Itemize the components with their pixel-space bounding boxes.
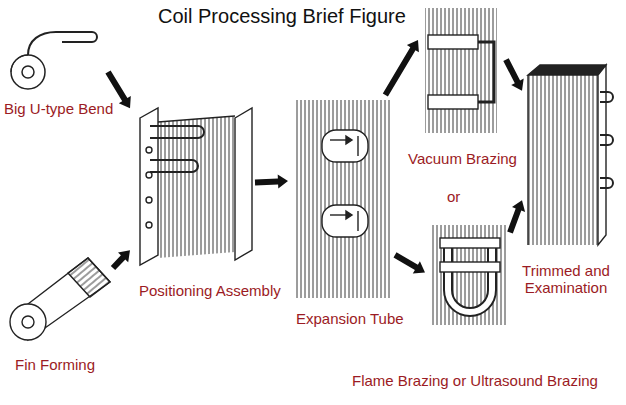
process-stage: Vacuum Brazing bbox=[418, 5, 506, 135]
stage-caption: Big U-type Bend bbox=[4, 100, 113, 117]
process-stage: Fin Forming bbox=[8, 250, 113, 345]
flow-arrow bbox=[255, 175, 288, 189]
stage-caption: Flame Brazing or Ultrasound Brazing bbox=[352, 372, 598, 389]
flow-arrow bbox=[111, 250, 130, 270]
fin-forming-figure bbox=[10, 258, 110, 340]
process-stage: Big U-type Bend bbox=[8, 18, 108, 93]
flow-arrow bbox=[503, 58, 523, 90]
diagram-title: Coil Processing Brief Figure bbox=[158, 4, 406, 28]
stage-caption: Trimmed and Examination bbox=[514, 262, 618, 296]
process-stage: Trimmed and Examination bbox=[522, 60, 617, 252]
expansion-figure bbox=[295, 100, 391, 298]
positioning-figure bbox=[140, 108, 252, 265]
flow-arrow bbox=[507, 200, 525, 233]
stage-caption: Expansion Tube bbox=[296, 310, 404, 327]
process-stage: Expansion Tube bbox=[288, 95, 395, 300]
process-stage: Flame Brazing or Ultrasound Brazing bbox=[425, 222, 510, 327]
u-bend-figure bbox=[11, 32, 97, 89]
finished-coil-figure bbox=[528, 65, 613, 245]
process-stage: Positioning Assembly bbox=[130, 100, 255, 265]
vacuum-brazing-figure bbox=[425, 8, 497, 133]
stage-caption: Positioning Assembly bbox=[139, 282, 281, 299]
flow-arrow bbox=[383, 40, 419, 96]
stage-caption: Fin Forming bbox=[15, 356, 95, 373]
flame-brazing-figure bbox=[432, 225, 506, 325]
free-label: or bbox=[447, 188, 460, 205]
stage-caption: Vacuum Brazing bbox=[408, 150, 517, 167]
flow-arrow bbox=[394, 252, 426, 273]
